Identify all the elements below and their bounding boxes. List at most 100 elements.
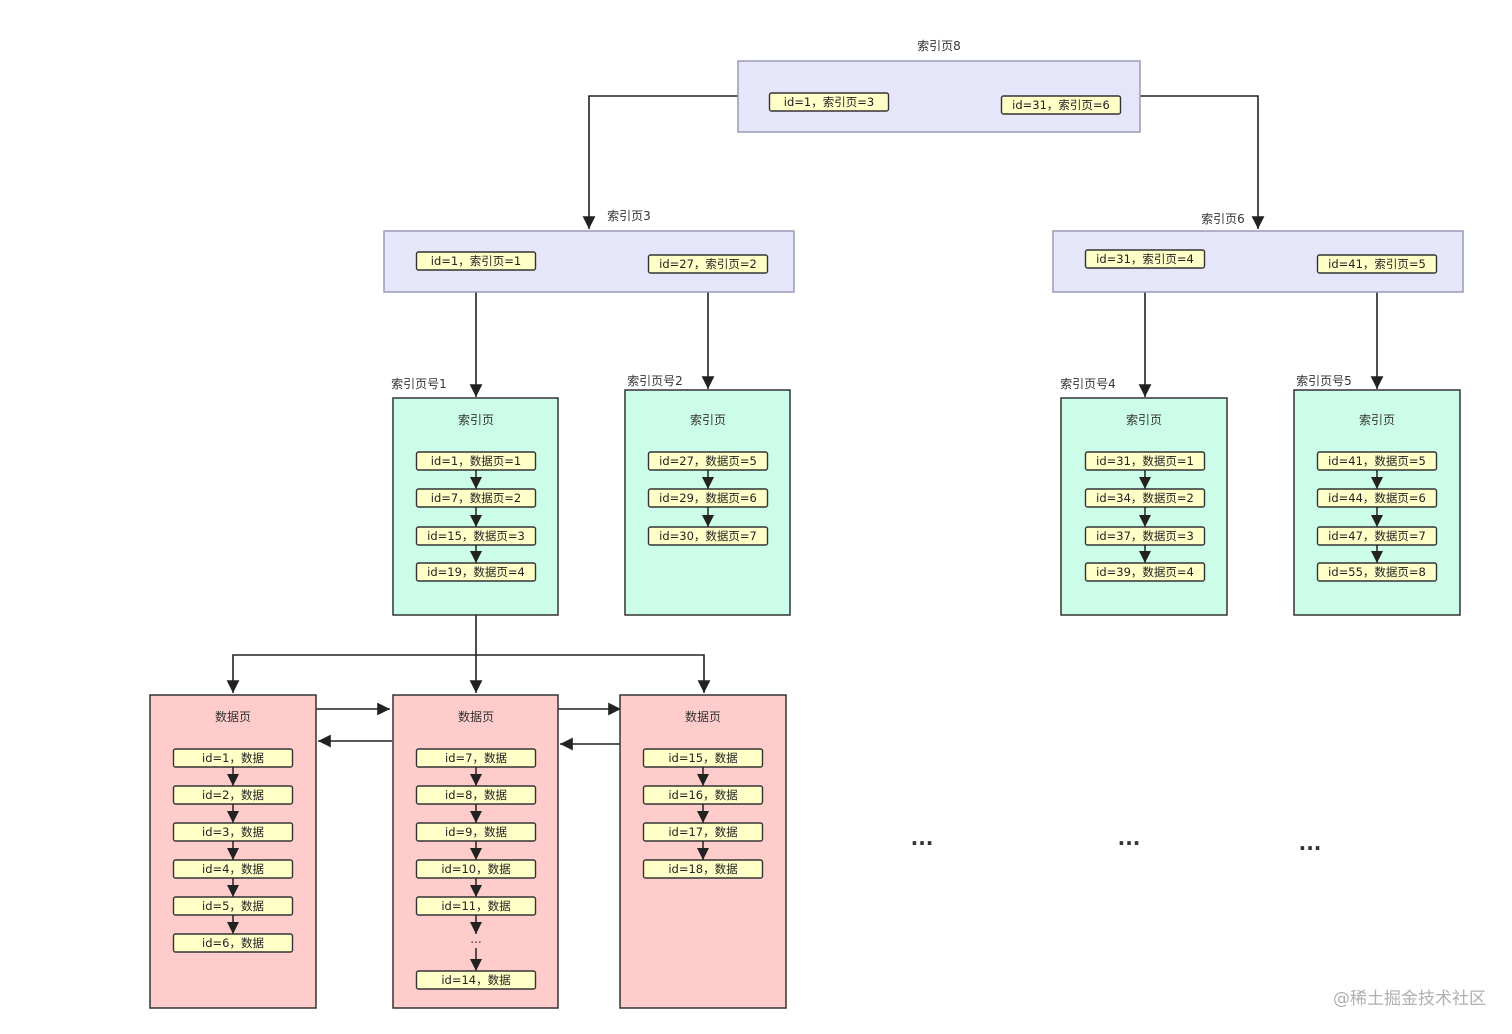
index-page-3-label: 索引页3 [607,209,651,223]
idx3-entry-1-box [415,251,537,271]
leaf-index-2-title: 索引页 [690,413,726,427]
edge-root-to-idx6 [1140,95,1265,229]
data2-entry-6-box [415,970,537,990]
leaf2-entry-1-text: id=27，数据页=5 [659,454,757,468]
leaf1-entry-2-text: id=7，数据页=2 [431,491,521,505]
leaf-index-1-title: 索引页 [458,413,494,427]
leaf2-entry-3: id=30，数据页=7 [647,526,769,546]
edge-leaf1-to-data1 [226,654,476,693]
data3-entry-3: id=17，数据 [642,822,764,842]
data1-entry-5-text: id=5，数据 [202,899,264,913]
data1-entry-1-text: id=1，数据 [202,751,264,765]
data1-entry-4: id=4，数据 [172,859,294,879]
idx6-entry-2: id=41，索引页=5 [1316,254,1438,274]
data3-entry-1: id=15，数据 [642,748,764,768]
data-page-3-title: 数据页 [685,709,721,724]
leaf-index-2-label: 索引页号2 [627,374,683,388]
data2-entry-1-text: id=7，数据 [445,751,507,765]
continuation-1: ... [911,826,934,850]
root-entry-2-box [1000,95,1122,115]
labels: 索引页8 索引页3 索引页6 索引页号1 索引页号2 索引页号4 索引页号5 索… [215,39,1395,946]
leaf2-entry-2: id=29，数据页=6 [647,488,769,508]
data-page-2-ellipsis: ... [470,932,481,946]
leaf4-entry-1: id=31，数据页=1 [1084,451,1206,471]
root-entry-2-text: id=31，索引页=6 [1012,98,1110,112]
data3-entry-4: id=18，数据 [642,859,764,879]
data1-entry-6: id=6，数据 [172,933,294,953]
leaf1-entry-1-text: id=1，数据页=1 [431,454,521,468]
continuation-2: ... [1118,826,1141,850]
data1-entry-1: id=1，数据 [172,748,294,768]
leaf1-entry-4-text: id=19，数据页=4 [427,565,525,579]
data1-entry-6-box [172,933,294,953]
leaf5-entry-4: id=55，数据页=8 [1316,562,1438,582]
entries: id=1，索引页=3 id=31，索引页=6 id=1，索引页=1 id=27，索引页… [172,92,1438,990]
index-page-6-label: 索引页6 [1201,212,1245,226]
leaf2-entry-3-text: id=30，数据页=7 [659,529,757,543]
leaf-index-4-label: 索引页号4 [1060,377,1116,391]
idx3-entry-2-text: id=27，索引页=2 [659,257,757,271]
leaf-index-5-title: 索引页 [1359,413,1395,427]
leaf5-entry-1: id=41，数据页=5 [1316,451,1438,471]
data3-entry-2: id=16，数据 [642,785,764,805]
leaf1-entry-4: id=19，数据页=4 [415,562,537,582]
data3-entry-1-text: id=15，数据 [668,751,738,765]
leaf4-entry-1-text: id=31，数据页=1 [1096,454,1194,468]
leaf5-entry-4-box [1316,562,1438,582]
data3-entry-4-text: id=18，数据 [668,862,738,876]
data-page-2-title: 数据页 [458,709,494,724]
edge-root-to-idx3 [582,95,738,229]
idx3-entry-2-box [647,254,769,274]
root-entry-1-text: id=1，索引页=3 [784,95,874,109]
idx6-entry-2-box [1316,254,1438,274]
data2-entry-6-text: id=14，数据 [441,973,511,987]
root-entry-2: id=31，索引页=6 [1000,95,1122,115]
leaf5-entry-2-text: id=44，数据页=6 [1328,491,1426,505]
data3-entry-2-text: id=16，数据 [668,788,738,802]
data2-entry-6: id=14，数据 [415,970,537,990]
continuation-marks: ... ... ... [911,826,1322,855]
leaf1-entry-1: id=1，数据页=1 [415,451,537,471]
leaf5-entry-3-text: id=47，数据页=7 [1328,529,1426,543]
leaf5-entry-1-text: id=41，数据页=5 [1328,454,1426,468]
continuation-3: ... [1299,831,1322,855]
idx3-entry-1-text: id=1，索引页=1 [431,254,521,268]
root-entry-1: id=1，索引页=3 [768,92,890,112]
leaf2-entry-3-box [647,526,769,546]
data1-entry-3: id=3，数据 [172,822,294,842]
leaf4-entry-2-text: id=34，数据页=2 [1096,491,1194,505]
leaf5-entry-4-text: id=55，数据页=8 [1328,565,1426,579]
idx6-entry-1-text: id=31，索引页=4 [1096,252,1194,266]
leaf-index-1-label: 索引页号1 [391,377,447,391]
data2-entry-4: id=10，数据 [415,859,537,879]
leaf4-entry-4: id=39，数据页=4 [1084,562,1206,582]
leaf1-entry-3-text: id=15，数据页=3 [427,529,525,543]
data1-entry-5: id=5，数据 [172,896,294,916]
watermark: @稀土掘金技术社区 [1333,989,1486,1009]
data1-entry-2-text: id=2，数据 [202,788,264,802]
edge-leaf1-to-data3 [476,654,711,693]
data2-entry-1: id=7，数据 [415,748,537,768]
leaf4-entry-4-box [1084,562,1206,582]
leaf1-entry-2: id=7，数据页=2 [415,488,537,508]
leaf4-entry-2: id=34，数据页=2 [1084,488,1206,508]
leaf2-entry-1: id=27，数据页=5 [647,451,769,471]
leaf4-entry-3-text: id=37，数据页=3 [1096,529,1194,543]
idx6-entry-1-box [1084,249,1206,269]
leaf5-entry-3: id=47，数据页=7 [1316,526,1438,546]
data2-entry-5-text: id=11，数据 [441,899,511,913]
data3-entry-4-box [642,859,764,879]
leaf4-entry-3: id=37，数据页=3 [1084,526,1206,546]
idx6-entry-2-text: id=41，索引页=5 [1328,257,1426,271]
data2-entry-5: id=11，数据 [415,896,537,916]
containers [149,60,1464,1009]
data-page-1-title: 数据页 [215,709,251,724]
data2-entry-3-text: id=9，数据 [445,825,507,839]
leaf1-entry-4-box [415,562,537,582]
data1-entry-3-text: id=3，数据 [202,825,264,839]
data1-entry-6-text: id=6，数据 [202,936,264,950]
data2-entry-2: id=8，数据 [415,785,537,805]
idx6-entry-1: id=31，索引页=4 [1084,249,1206,269]
leaf5-entry-2: id=44，数据页=6 [1316,488,1438,508]
